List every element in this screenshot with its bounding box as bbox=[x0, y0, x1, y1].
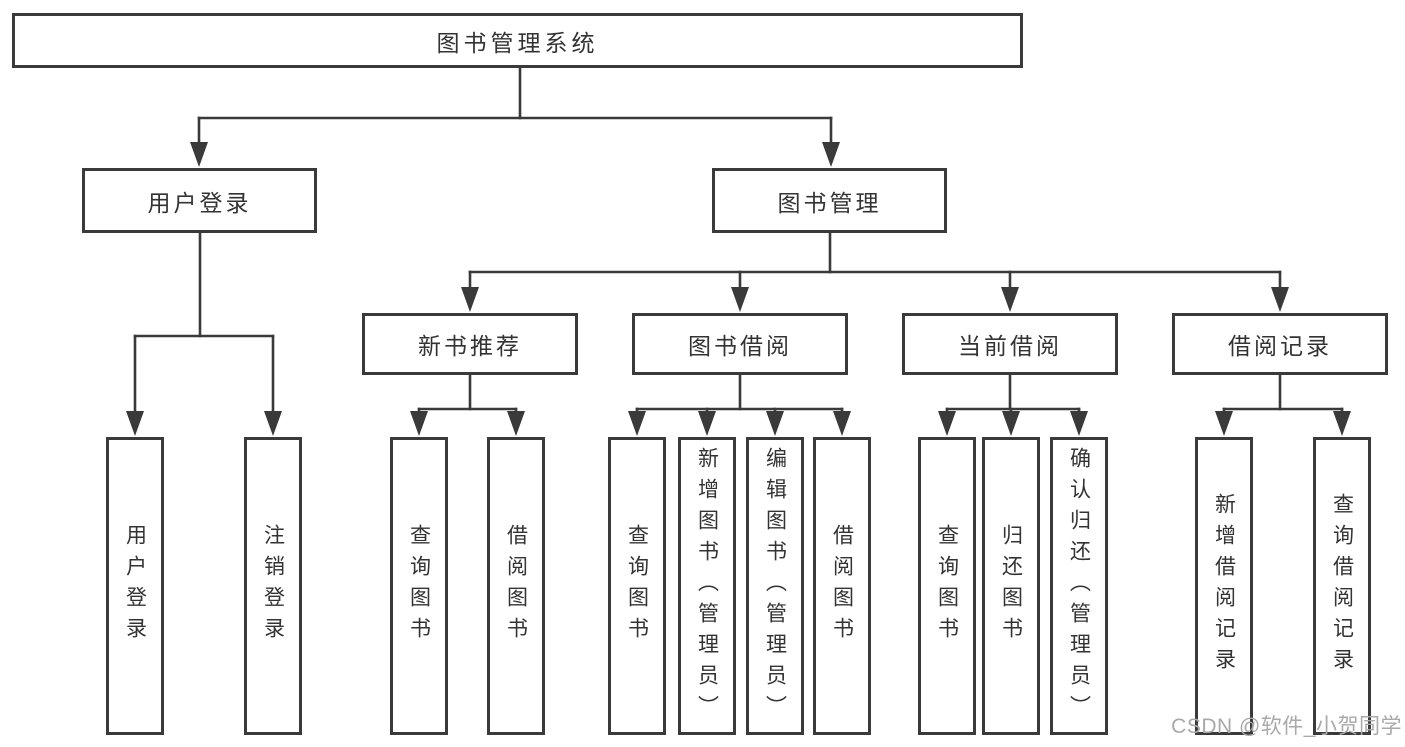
leaf-cb-return-books-label: 归还图书 bbox=[999, 524, 1023, 648]
leaf-bb-add-books-admin-label: 新增图书（管理员） bbox=[695, 446, 719, 726]
node-user-login: 用户登录 bbox=[82, 168, 317, 233]
node-book-borrow-label: 图书借阅 bbox=[688, 333, 792, 359]
node-current-borrow: 当前借阅 bbox=[902, 313, 1118, 375]
leaf-user-login: 用户登录 bbox=[106, 437, 164, 735]
watermark: CSDN @软件_小贺同学 bbox=[1171, 715, 1402, 738]
leaf-bb-query-books-label: 查询图书 bbox=[625, 524, 649, 648]
leaf-logout-label: 注销登录 bbox=[261, 524, 285, 648]
leaf-br-add-record-label: 新增借阅记录 bbox=[1212, 493, 1236, 679]
leaf-nbr-borrow-books-label: 借阅图书 bbox=[504, 524, 528, 648]
leaf-cb-query-books-label: 查询图书 bbox=[935, 524, 959, 648]
node-current-borrow-label: 当前借阅 bbox=[958, 333, 1062, 359]
node-user-login-label: 用户登录 bbox=[147, 189, 252, 216]
leaf-nbr-query-books-label: 查询图书 bbox=[407, 524, 431, 648]
node-new-book-recommend: 新书推荐 bbox=[362, 313, 578, 375]
leaf-bb-add-books-admin: 新增图书（管理员） bbox=[678, 437, 736, 735]
node-book-borrow: 图书借阅 bbox=[632, 313, 848, 375]
node-book-management-label: 图书管理 bbox=[777, 189, 882, 216]
leaf-br-query-record: 查询借阅记录 bbox=[1313, 437, 1371, 735]
node-borrow-records-label: 借阅记录 bbox=[1228, 333, 1332, 359]
node-book-management: 图书管理 bbox=[712, 168, 947, 233]
leaf-cb-query-books: 查询图书 bbox=[918, 437, 976, 735]
leaf-bb-borrow-books: 借阅图书 bbox=[813, 437, 871, 735]
leaf-br-query-record-label: 查询借阅记录 bbox=[1330, 493, 1354, 679]
leaf-nbr-query-books: 查询图书 bbox=[390, 437, 448, 735]
leaf-cb-confirm-return-admin-label: 确认归还（管理员） bbox=[1067, 446, 1091, 726]
node-root-label: 图书管理系统 bbox=[436, 29, 599, 56]
node-root: 图书管理系统 bbox=[12, 13, 1023, 68]
node-borrow-records: 借阅记录 bbox=[1172, 313, 1388, 375]
leaf-cb-return-books: 归还图书 bbox=[982, 437, 1040, 735]
leaf-bb-borrow-books-label: 借阅图书 bbox=[830, 524, 854, 648]
leaf-bb-edit-books-admin: 编辑图书（管理员） bbox=[746, 437, 804, 735]
leaf-nbr-borrow-books: 借阅图书 bbox=[487, 437, 545, 735]
leaf-user-login-label: 用户登录 bbox=[123, 524, 147, 648]
leaf-logout: 注销登录 bbox=[244, 437, 302, 735]
arrowheads bbox=[126, 142, 1351, 436]
leaf-bb-query-books: 查询图书 bbox=[608, 437, 666, 735]
node-new-book-recommend-label: 新书推荐 bbox=[418, 333, 522, 359]
leaf-cb-confirm-return-admin: 确认归还（管理员） bbox=[1050, 437, 1108, 735]
leaf-br-add-record: 新增借阅记录 bbox=[1195, 437, 1253, 735]
leaf-bb-edit-books-admin-label: 编辑图书（管理员） bbox=[763, 446, 787, 726]
